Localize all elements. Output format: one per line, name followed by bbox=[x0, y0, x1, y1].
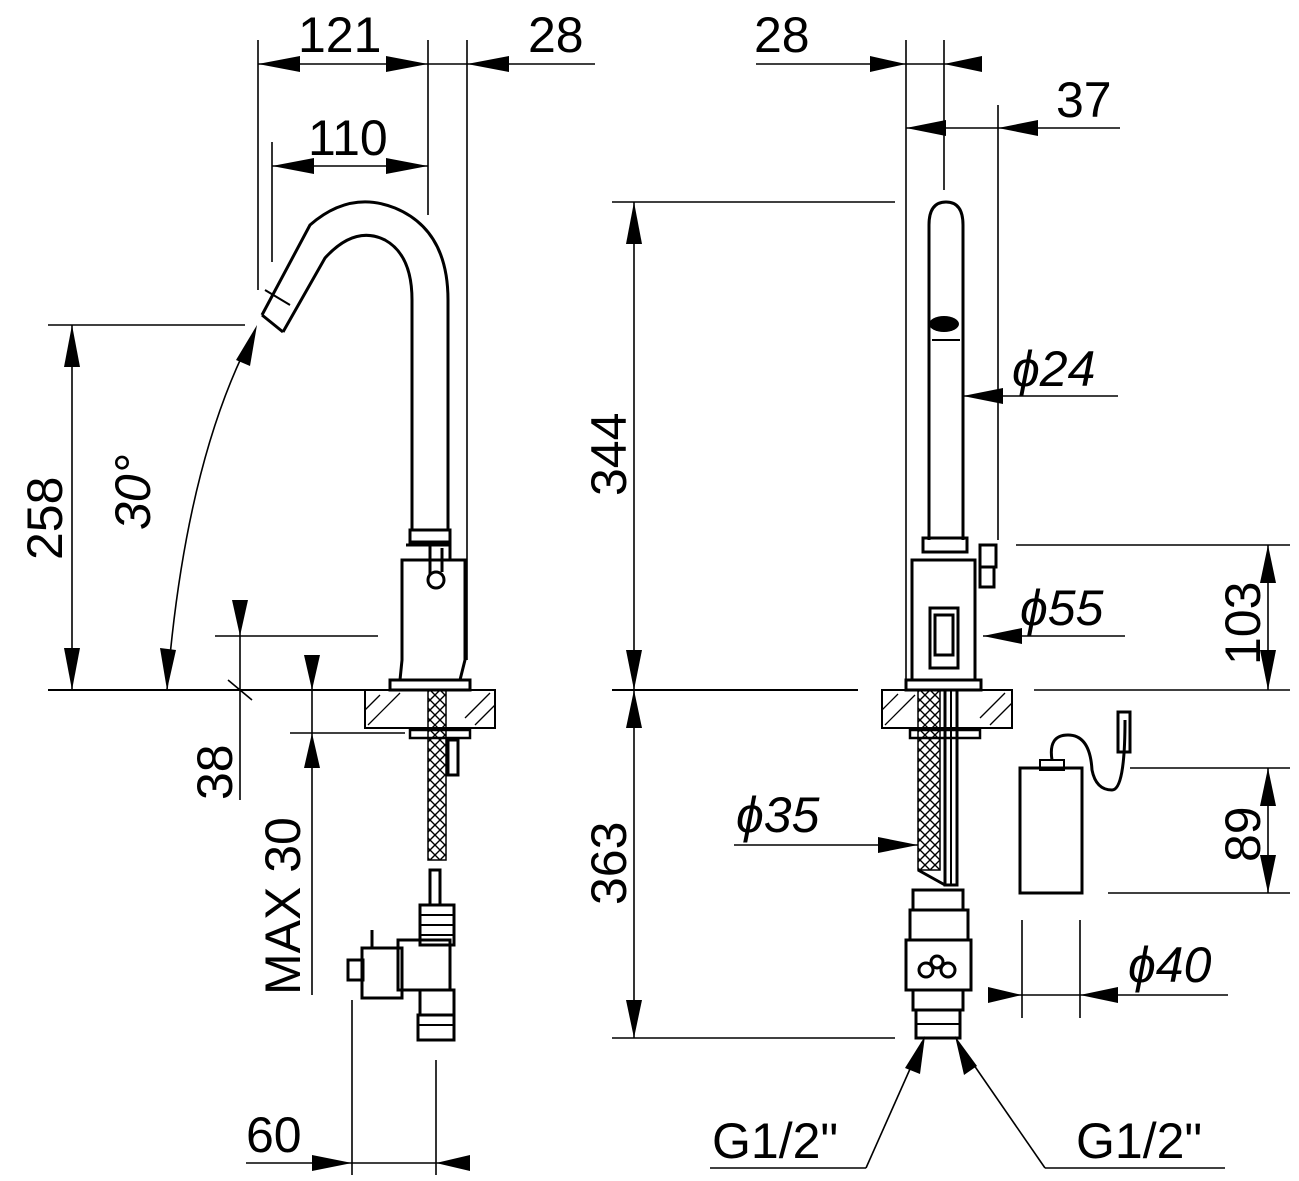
dim-body-diameter: ϕ55 bbox=[983, 580, 1125, 644]
label-60: 60 bbox=[246, 1107, 302, 1163]
front-valve bbox=[904, 868, 973, 1040]
dim-outlet-height: 258 bbox=[17, 324, 245, 690]
label-28-top-left: 28 bbox=[528, 7, 584, 63]
dim-hose-diameter: ϕ35 bbox=[734, 787, 918, 853]
label-phi-40: ϕ40 bbox=[1128, 937, 1212, 993]
label-30-degrees: 30° bbox=[105, 454, 161, 530]
side-valve bbox=[346, 903, 456, 1042]
dim-spout-reach: 121 28 bbox=[257, 7, 595, 660]
front-spout bbox=[904, 200, 998, 692]
side-spout bbox=[260, 200, 472, 692]
dim-valve-offset: 60 bbox=[246, 1000, 470, 1175]
thread-callouts: G1/2" G1/2" bbox=[710, 1036, 1225, 1169]
front-deck bbox=[612, 688, 1013, 887]
label-110: 110 bbox=[308, 110, 388, 166]
label-89: 89 bbox=[1215, 806, 1271, 862]
dim-body-height: 103 bbox=[1016, 544, 1290, 691]
dim-angle: 30° bbox=[105, 325, 257, 691]
dim-deck: 38 MAX 30 bbox=[187, 600, 405, 995]
control-box: 89 bbox=[1018, 710, 1290, 895]
dim-under-deck: 363 bbox=[581, 690, 895, 1039]
label-thread-left: G1/2" bbox=[712, 1113, 838, 1169]
label-28-top-right: 28 bbox=[754, 7, 810, 63]
front-view: 28 37 344 bbox=[581, 7, 1290, 1169]
dim-box-diameter: ϕ40 bbox=[988, 920, 1228, 1018]
label-37: 37 bbox=[1056, 72, 1112, 128]
dim-spout-diameter: ϕ24 bbox=[963, 341, 1118, 404]
label-phi-55: ϕ55 bbox=[1020, 580, 1104, 636]
label-max-30: MAX 30 bbox=[255, 817, 311, 995]
label-phi-24: ϕ24 bbox=[1012, 341, 1095, 397]
label-344: 344 bbox=[581, 413, 637, 496]
label-363: 363 bbox=[581, 822, 637, 905]
label-258: 258 bbox=[17, 477, 73, 560]
dim-spout-width: 37 bbox=[906, 72, 1120, 540]
dim-total-height: 344 bbox=[581, 201, 895, 690]
dim-outlet-reach: 110 bbox=[271, 110, 428, 262]
label-phi-35: ϕ35 bbox=[736, 787, 820, 843]
label-103: 103 bbox=[1215, 582, 1271, 665]
dim-top-width: 28 bbox=[754, 7, 982, 690]
label-121: 121 bbox=[298, 7, 381, 63]
side-view: 121 28 110 bbox=[17, 7, 595, 1175]
label-38: 38 bbox=[187, 744, 243, 800]
label-thread-right: G1/2" bbox=[1076, 1113, 1202, 1169]
